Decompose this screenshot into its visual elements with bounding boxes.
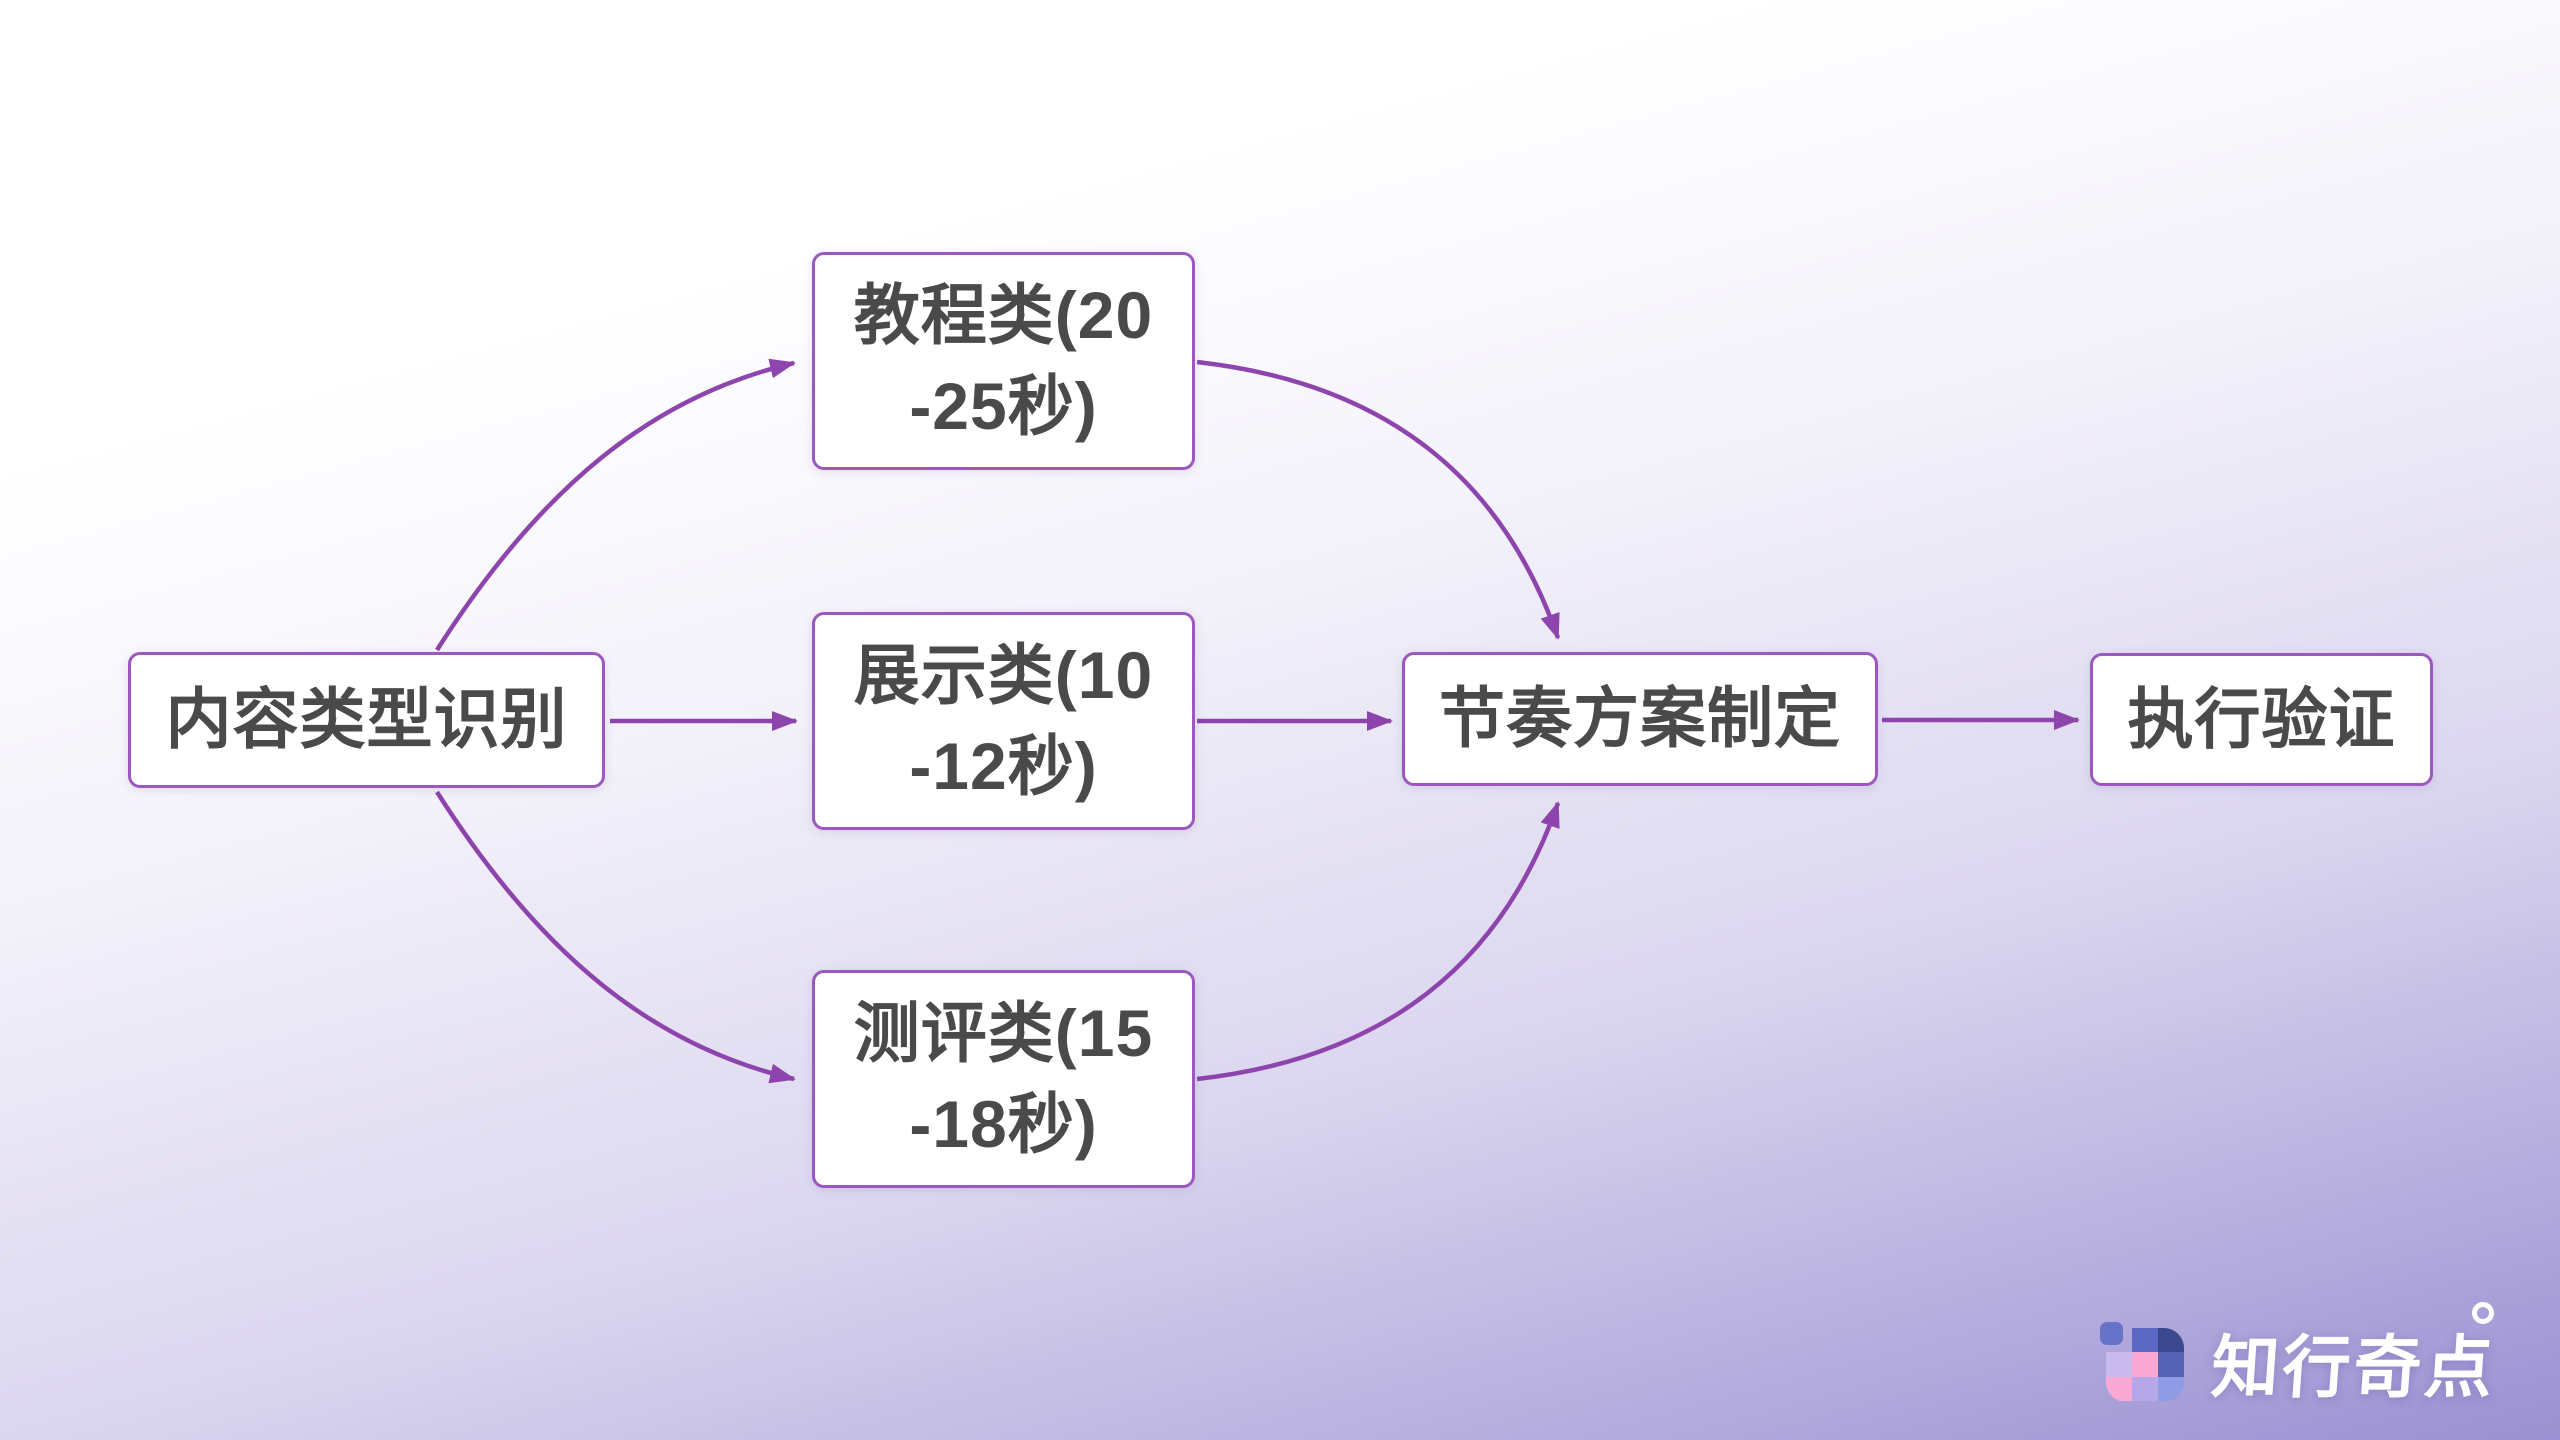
edge-source-to-tutorial [435, 358, 796, 652]
node-review-type: 测评类(15 -18秒) [812, 970, 1195, 1188]
brand-logo-text: 知行奇点 [2208, 1330, 2499, 1406]
node-pacing-plan: 节奏方案制定 [1402, 652, 1878, 786]
brand-logo-text-wrap: 知行奇点 [2209, 1302, 2498, 1411]
logo-grid-cell [2132, 1327, 2158, 1353]
zhixing-qidian-logo-icon [2100, 1321, 2184, 1402]
logo-grid-cell [2158, 1352, 2184, 1377]
node-label-line2: -25秒) [909, 369, 1098, 443]
logo-grid-cell [2132, 1376, 2158, 1402]
node-label-line1: 教程类(20 [853, 277, 1154, 352]
node-label: 执行验证 [2127, 681, 2396, 756]
logo-detached-cell [2100, 1321, 2123, 1345]
edge-review-to-pacing [1196, 801, 1561, 1082]
logo-grid-cell [2158, 1327, 2184, 1353]
edge-source-to-review [435, 790, 796, 1084]
node-label-line2: -18秒) [909, 1087, 1098, 1161]
node-showcase-type: 展示类(10 -12秒) [812, 612, 1195, 830]
node-label: 内容类型识别 [165, 682, 568, 757]
logo-grid-cell [2106, 1376, 2132, 1402]
node-tutorial-type: 教程类(20 -25秒) [812, 252, 1195, 470]
node-label: 节奏方案制定 [1439, 681, 1841, 756]
node-label-line1: 展示类(10 [853, 637, 1154, 712]
node-label-line1: 测评类(15 [853, 995, 1154, 1070]
node-label-line2: -12秒) [909, 729, 1098, 803]
node-content-type-recognition: 内容类型识别 [128, 652, 605, 788]
logo-grid-cell [2132, 1352, 2158, 1377]
edge-tutorial-to-pacing [1196, 359, 1561, 640]
logo-grid-cell [2106, 1352, 2132, 1377]
logo-grid-cell [2158, 1376, 2184, 1402]
brand-logo: 知行奇点 [2100, 1302, 2498, 1411]
logo-ring-icon [2472, 1302, 2495, 1324]
node-execution-verification: 执行验证 [2090, 653, 2433, 786]
